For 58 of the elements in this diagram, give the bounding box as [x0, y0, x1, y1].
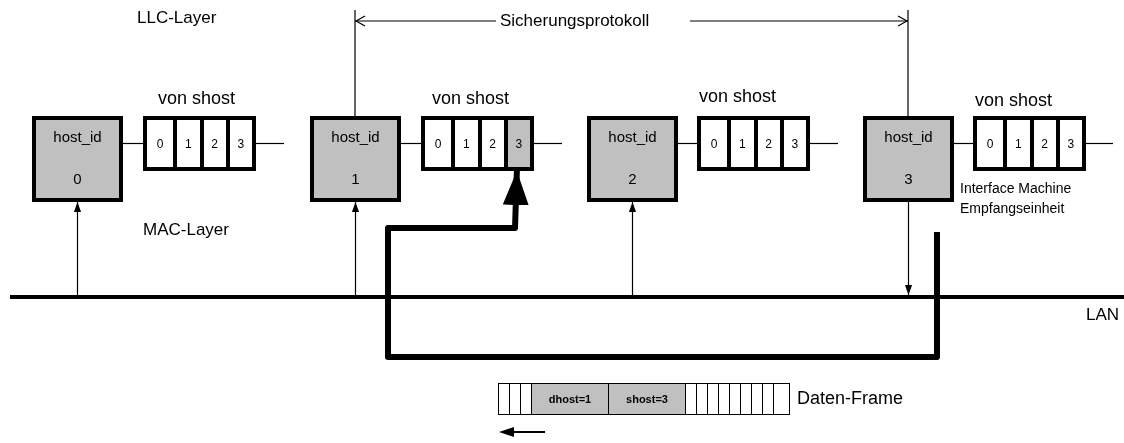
data-frame	[498, 383, 790, 415]
host-text: 1	[351, 170, 360, 188]
slot-number: 3	[791, 136, 799, 151]
slot-number: 1	[1015, 136, 1022, 151]
caption-text: Daten-Frame	[797, 388, 904, 408]
host-text: host_id	[884, 128, 933, 146]
layer-label: MAC-Layer	[142, 220, 230, 240]
caption-text: LAN	[1086, 305, 1120, 324]
host-text: host_id	[608, 128, 657, 146]
slot-number: 3	[237, 136, 245, 151]
caption-text: von shost	[975, 90, 1053, 110]
host-box	[310, 116, 401, 202]
arrow	[904, 201, 913, 296]
slot-number: 0	[434, 136, 442, 151]
connector-line	[255, 142, 285, 145]
connector-line	[809, 142, 839, 145]
frame-field: dhost=1	[532, 384, 609, 414]
host-box	[32, 116, 123, 202]
host-box	[587, 116, 678, 202]
host-text: 3	[904, 170, 913, 188]
connector-line	[1085, 142, 1114, 145]
caption-text: von shost	[699, 86, 777, 106]
layer-label: LLC-Layer	[136, 8, 218, 28]
slot-number: 1	[463, 136, 470, 151]
slot-number: 1	[185, 136, 192, 151]
queue-slot	[503, 120, 530, 167]
connector-line	[533, 142, 563, 145]
slot-number: 0	[986, 136, 994, 151]
connector-line	[677, 142, 698, 145]
slot-number: 3	[515, 136, 523, 151]
connector-line	[400, 142, 422, 145]
caption-text: von shost	[158, 88, 236, 108]
arrow	[351, 201, 360, 296]
connector-line	[122, 142, 144, 145]
thick-arrow	[385, 170, 940, 360]
queue-box	[973, 116, 1086, 171]
arrow	[73, 201, 82, 296]
slot-number: 0	[156, 136, 164, 151]
slot-number: 3	[1067, 136, 1075, 151]
slot-number: 2	[1041, 136, 1048, 151]
host-text: 0	[73, 170, 82, 188]
arrow	[628, 201, 637, 296]
connector-line	[953, 142, 974, 145]
frame-field: shost=3	[609, 384, 686, 414]
host-text: host_id	[331, 128, 380, 146]
slot-number: 0	[710, 136, 718, 151]
host-text: 2	[628, 170, 637, 188]
slot-number: 2	[211, 136, 218, 151]
host-box	[863, 116, 954, 202]
caption-text: Interface Machine Empfangseinheit	[960, 179, 1073, 218]
queue-box	[143, 116, 256, 171]
queue-box	[421, 116, 534, 171]
slot-number: 2	[489, 136, 496, 151]
queue-box	[697, 116, 810, 171]
caption-text: von shost	[432, 88, 510, 108]
host-text: host_id	[53, 128, 102, 146]
slot-number: 2	[765, 136, 772, 151]
slot-number: 1	[739, 136, 746, 151]
